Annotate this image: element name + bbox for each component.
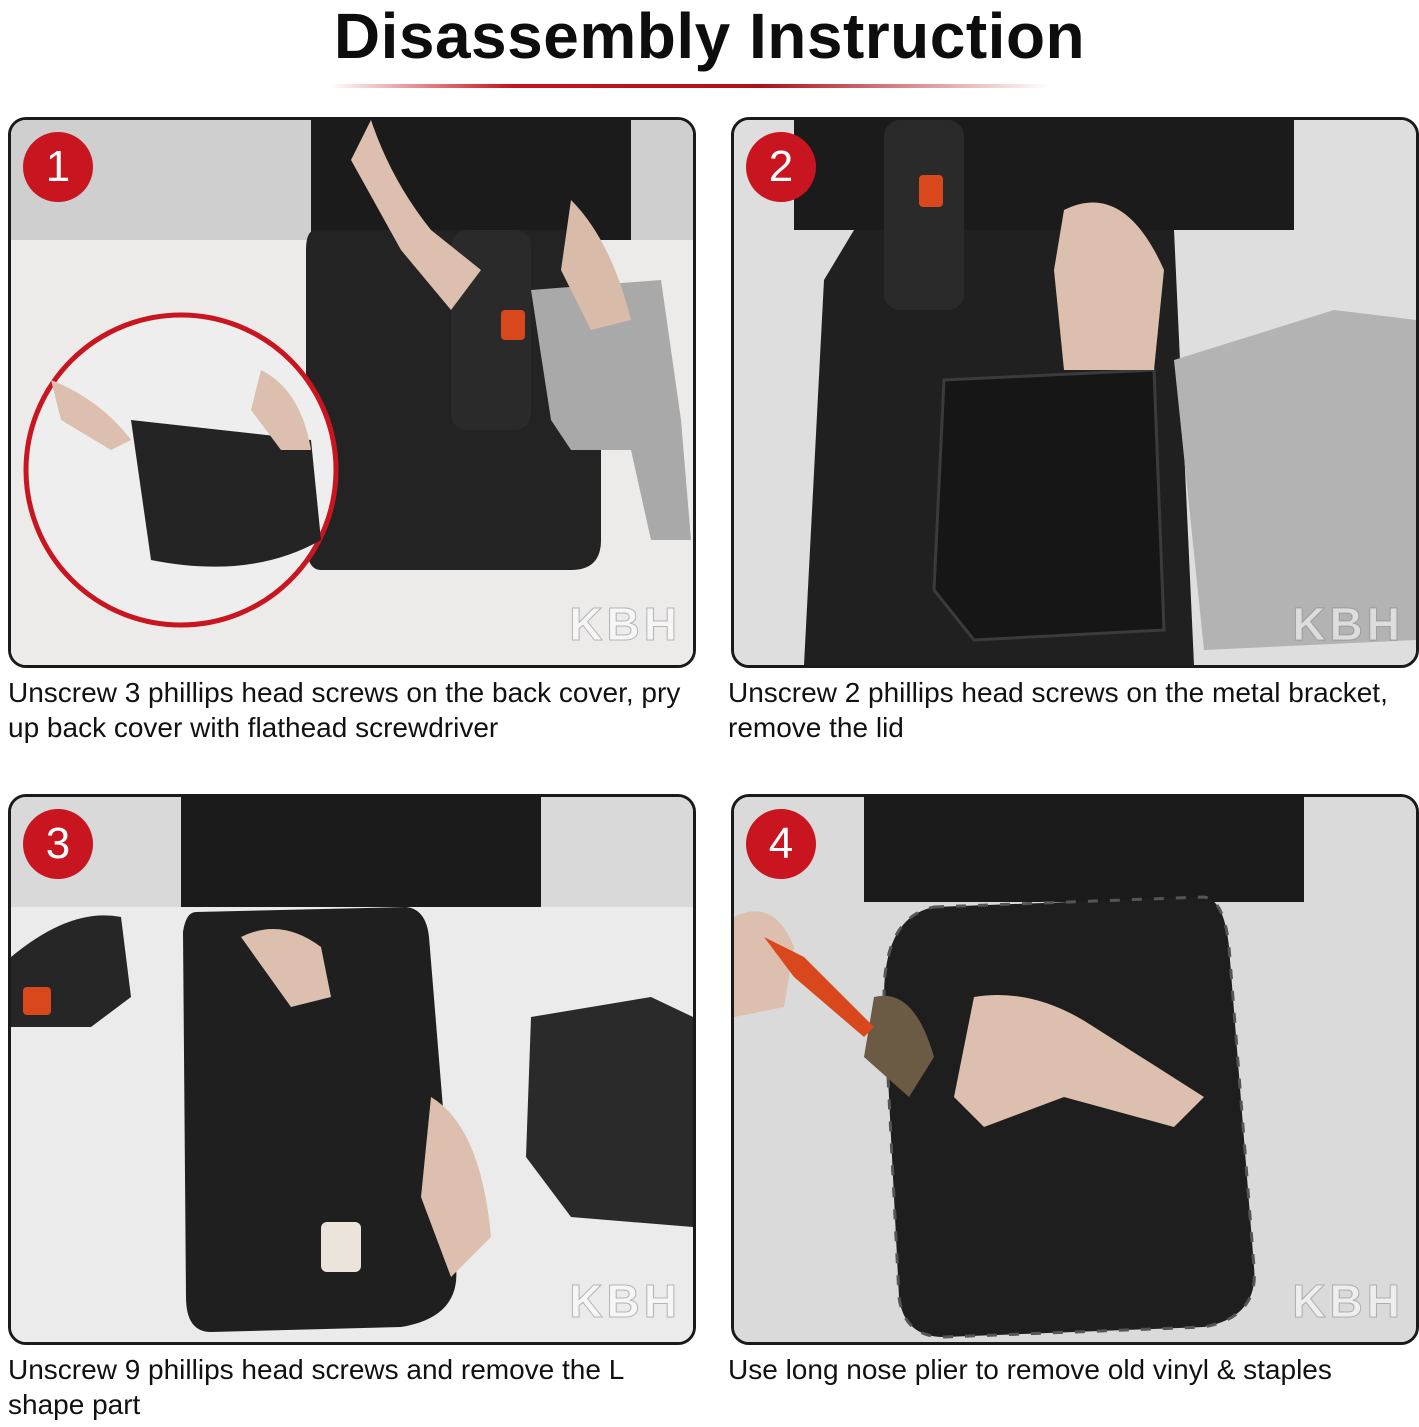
- step-2-number-badge: 2: [746, 132, 816, 202]
- step-3-caption: Unscrew 9 phillips head screws and remov…: [8, 1354, 624, 1420]
- title-underline: [330, 84, 1050, 88]
- watermark-logo: KBH: [569, 598, 681, 651]
- step-1-illustration: [11, 120, 693, 665]
- step-3-illustration: [11, 797, 693, 1342]
- step-4-illustration: [734, 797, 1416, 1342]
- page-title: Disassembly Instruction: [333, 0, 1086, 72]
- step-1-number-badge: 1: [23, 132, 93, 202]
- step-2-illustration: [734, 120, 1416, 665]
- step-2-caption: Unscrew 2 phillips head screws on the me…: [728, 677, 1388, 743]
- step-1-photo: 1 KBH: [8, 117, 696, 668]
- watermark-logo: KBH: [569, 1275, 681, 1328]
- step-1-caption: Unscrew 3 phillips head screws on the ba…: [8, 677, 681, 743]
- step-2-photo: 2 KBH: [731, 117, 1419, 668]
- watermark-logo: KBH: [1292, 598, 1404, 651]
- watermark-logo: KBH: [1292, 1275, 1404, 1328]
- step-4-photo: 4 KBH: [731, 794, 1419, 1345]
- step-4-number-badge: 4: [746, 809, 816, 879]
- step-3-photo: 3 KBH: [8, 794, 696, 1345]
- step-4-caption: Use long nose plier to remove old vinyl …: [728, 1354, 1332, 1385]
- step-3-number-badge: 3: [23, 809, 93, 879]
